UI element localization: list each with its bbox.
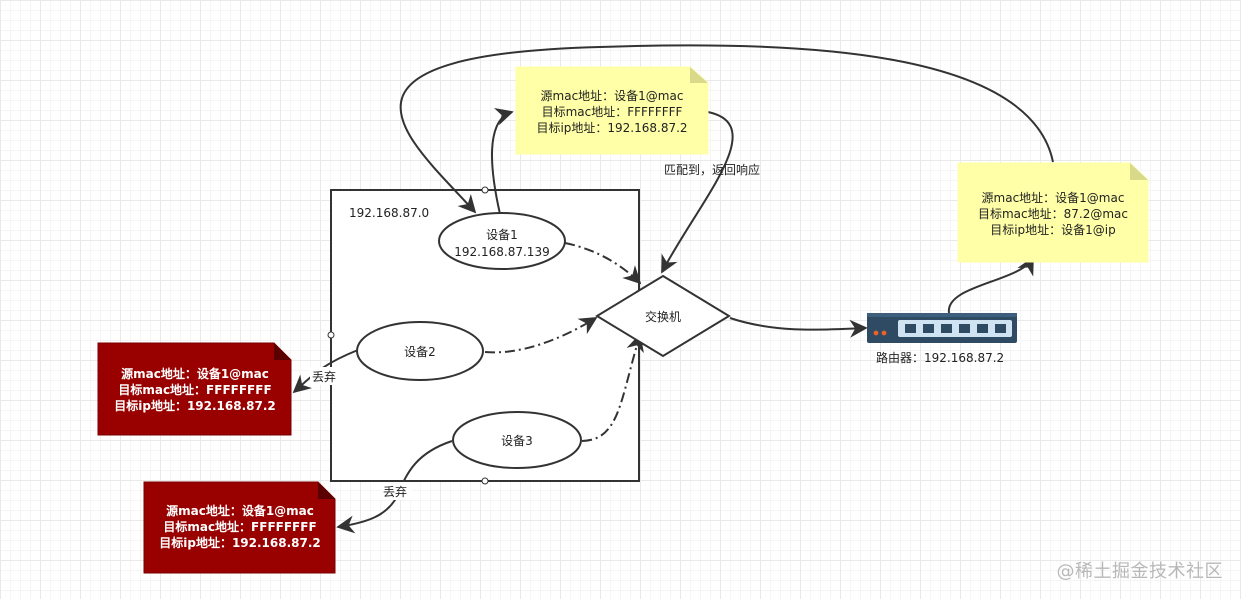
edge-label-match: 匹配到，返回响应	[664, 162, 760, 177]
watermark: @稀土掘金技术社区	[1056, 561, 1223, 582]
edge-label-drop-device3: 丢弃	[383, 484, 407, 499]
device3-name: 设备3	[501, 434, 533, 448]
edge-label-drop-device2: 丢弃	[312, 369, 336, 384]
drop2-note-line-2: 目标mac地址：FFFFFFFF	[118, 382, 271, 397]
request-note[interactable]: 源mac地址：设备1@mac 目标mac地址：FFFFFFFF 目标ip地址：1…	[515, 66, 709, 155]
drop2-note-line-3: 目标ip地址：192.168.87.2	[114, 398, 276, 413]
device1-node[interactable]: 设备1 192.168.87.139	[438, 212, 566, 270]
connection-point-bottom[interactable]	[481, 477, 489, 485]
edge-device2-to-switch[interactable]	[484, 317, 598, 354]
connection-point-left[interactable]	[327, 331, 335, 339]
drop-note-device2[interactable]: 源mac地址：设备1@mac 目标mac地址：FFFFFFFF 目标ip地址：1…	[97, 342, 292, 436]
drop-note-device3[interactable]: 源mac地址：设备1@mac 目标mac地址：FFFFFFFF 目标ip地址：1…	[143, 481, 336, 574]
edge-device1-to-switch[interactable]	[564, 242, 642, 285]
router-icon[interactable]	[867, 313, 1017, 343]
device1-ip: 192.168.87.139	[454, 245, 549, 259]
edge-router-response-loop[interactable]	[399, 44, 1054, 214]
drop3-note-line-1: 源mac地址：设备1@mac	[166, 503, 314, 518]
device1-name: 设备1	[486, 228, 518, 242]
response-note[interactable]: 源mac地址：设备1@mac 目标mac地址：87.2@mac 目标ip地址：设…	[957, 162, 1149, 263]
subnet-label: 192.168.87.0	[349, 206, 429, 220]
drop3-note-line-2: 目标mac地址：FFFFFFFF	[163, 519, 316, 534]
edge-device1-to-request-note[interactable]	[491, 108, 514, 215]
edge-switch-to-router[interactable]	[729, 317, 868, 338]
edge-device3-to-switch[interactable]	[581, 333, 644, 442]
request-note-line-2: 目标mac地址：FFFFFFFF	[542, 105, 683, 119]
edge-router-to-response-note[interactable]	[947, 256, 1034, 314]
connection-point-top[interactable]	[481, 186, 489, 194]
router-label: 路由器：192.168.87.2	[876, 350, 1004, 365]
edge-request-note-to-switch[interactable]	[661, 111, 734, 274]
device2-name: 设备2	[404, 345, 436, 359]
drop3-note-line-3: 目标ip地址：192.168.87.2	[159, 535, 321, 550]
response-note-line-3: 目标ip地址：设备1@ip	[990, 223, 1116, 237]
request-note-line-3: 目标ip地址：192.168.87.2	[536, 121, 687, 135]
response-note-line-1: 源mac地址：设备1@mac	[982, 191, 1125, 205]
switch-name: 交换机	[645, 309, 681, 324]
device2-node[interactable]: 设备2	[356, 321, 484, 381]
drop2-note-line-1: 源mac地址：设备1@mac	[121, 366, 269, 381]
switch-node[interactable]: 交换机	[595, 274, 731, 358]
response-note-line-2: 目标mac地址：87.2@mac	[978, 207, 1128, 221]
device3-node[interactable]: 设备3	[452, 411, 582, 469]
request-note-line-1: 源mac地址：设备1@mac	[541, 89, 684, 103]
